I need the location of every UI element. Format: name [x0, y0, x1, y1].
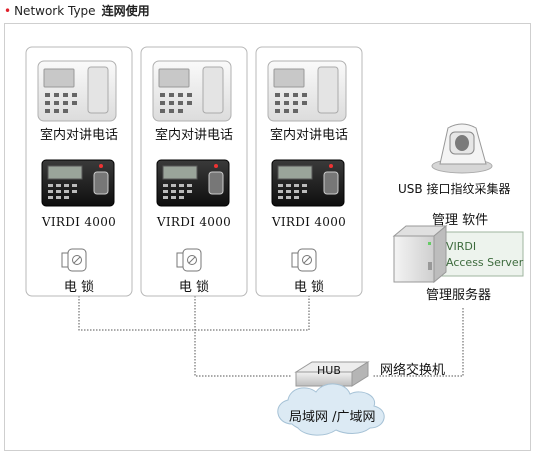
- fingerprint-terminal-icon: [41, 159, 115, 207]
- terminal-label-3: VIRDI 4000: [271, 215, 347, 229]
- access-server-icon: [392, 224, 524, 284]
- terminal-label-2: VIRDI 4000: [156, 215, 232, 229]
- connector-device-bus: [78, 296, 310, 331]
- intercom-phone-icon: [152, 60, 232, 122]
- title-english: Network Type: [14, 4, 96, 18]
- lock-label-1: 电 锁: [63, 280, 95, 295]
- diagram-title: •Network Type 连网使用: [4, 2, 150, 20]
- hub-caption: 网络交换机: [380, 363, 446, 378]
- intercom-phone-icon: [267, 60, 347, 122]
- lock-label-2: 电 锁: [178, 280, 210, 295]
- server-brand: VIRDI: [446, 240, 477, 253]
- electric-lock-icon: [176, 248, 202, 272]
- software-label: 管理 软件: [432, 213, 489, 228]
- title-chinese: 连网使用: [101, 4, 150, 18]
- intercom-label-3: 室内对讲电话: [269, 128, 349, 143]
- intercom-label-2: 室内对讲电话: [154, 128, 234, 143]
- usb-fingerprint-reader-icon: [431, 123, 493, 174]
- intercom-label-1: 室内对讲电话: [39, 128, 119, 143]
- usb-reader-label: USB 接口指纹采集器: [398, 182, 511, 196]
- hub-label: HUB: [317, 364, 341, 377]
- electric-lock-icon: [61, 248, 87, 272]
- bullet-dot-icon: •: [4, 4, 12, 18]
- device-panel-1: [25, 46, 133, 297]
- fingerprint-terminal-icon: [156, 159, 230, 207]
- connector-device2-hub: [194, 296, 292, 377]
- fingerprint-terminal-icon: [271, 159, 345, 207]
- device-panel-2: [140, 46, 248, 297]
- network-cloud-icon: [277, 383, 385, 436]
- terminal-label-1: VIRDI 4000: [41, 215, 117, 229]
- hub-switch-icon: [294, 361, 370, 387]
- lock-label-3: 电 锁: [293, 280, 325, 295]
- intercom-phone-icon: [37, 60, 117, 122]
- server-product: Access Server: [446, 256, 524, 269]
- device-panel-3: [255, 46, 363, 297]
- electric-lock-icon: [291, 248, 317, 272]
- server-label: 管理服务器: [426, 288, 492, 303]
- connector-lines: [78, 296, 464, 398]
- network-label: 局域网 /广域网: [289, 410, 376, 425]
